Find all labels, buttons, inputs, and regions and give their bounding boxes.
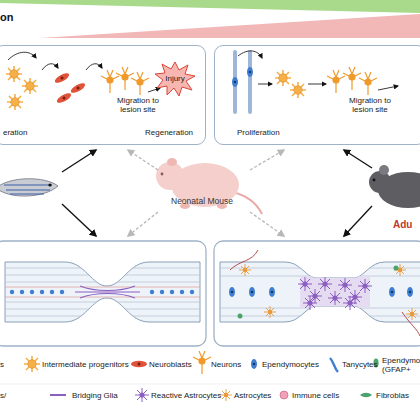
legend-text: s	[0, 360, 4, 369]
organism-label: Neonatal Mouse	[171, 196, 233, 206]
injury-label: Injury	[155, 74, 195, 83]
stage-panel: eration Migration to lesion siteRegenerat…	[0, 45, 206, 145]
legend-item: Neurons	[211, 360, 241, 369]
step-label: Regeneration	[145, 128, 193, 137]
legend-text: Immune cells	[292, 391, 339, 400]
legend-text: Intermediate progenitors	[42, 360, 129, 369]
legend-text: Ependymocytes	[262, 360, 319, 369]
legend-item: Tanycytes	[342, 360, 378, 369]
step-label: Migration to lesion site	[111, 96, 165, 114]
stage-panel: Proliferation Migration to lesion site	[214, 45, 420, 145]
legend-item: s	[0, 360, 4, 369]
neonatal-mouse	[156, 158, 262, 214]
legend-text: Ependymo (GFAP+	[382, 356, 420, 374]
legend-item: Intermediate progenitors	[42, 360, 129, 369]
legend-item: Astrocytes	[234, 391, 271, 400]
injury-burst: Injury	[155, 62, 195, 96]
axis-label: on	[0, 11, 13, 23]
legend-text: Tanycytes	[342, 360, 378, 369]
legend-item: Neuroblasts	[149, 360, 192, 369]
legend-item: Reactive Astrocytes	[151, 391, 221, 400]
zebrafish	[0, 179, 58, 196]
legend-text: Bridging Glia	[72, 391, 118, 400]
legend-item: s/	[0, 391, 6, 400]
step-label: Migration to lesion site	[343, 96, 397, 114]
legend-text: Reactive Astrocytes	[151, 391, 221, 400]
legend-item: Fibroblas	[376, 391, 409, 400]
legend-text: Neurons	[211, 360, 241, 369]
organism-label: Adu	[393, 219, 412, 230]
adult-mouse	[369, 165, 420, 208]
legend-item: Ependymo (GFAP+	[382, 356, 420, 374]
step-label: Proliferation	[237, 128, 280, 137]
legend-text: s/	[0, 391, 6, 400]
legend-item: Ependymocytes	[262, 360, 319, 369]
legend-item: Immune cells	[292, 391, 339, 400]
legend-text: Astrocytes	[234, 391, 271, 400]
legend-item: Bridging Glia	[72, 391, 118, 400]
legend-text: Fibroblas	[376, 391, 409, 400]
step-label: eration	[3, 128, 27, 137]
legend-text: Neuroblasts	[149, 360, 192, 369]
